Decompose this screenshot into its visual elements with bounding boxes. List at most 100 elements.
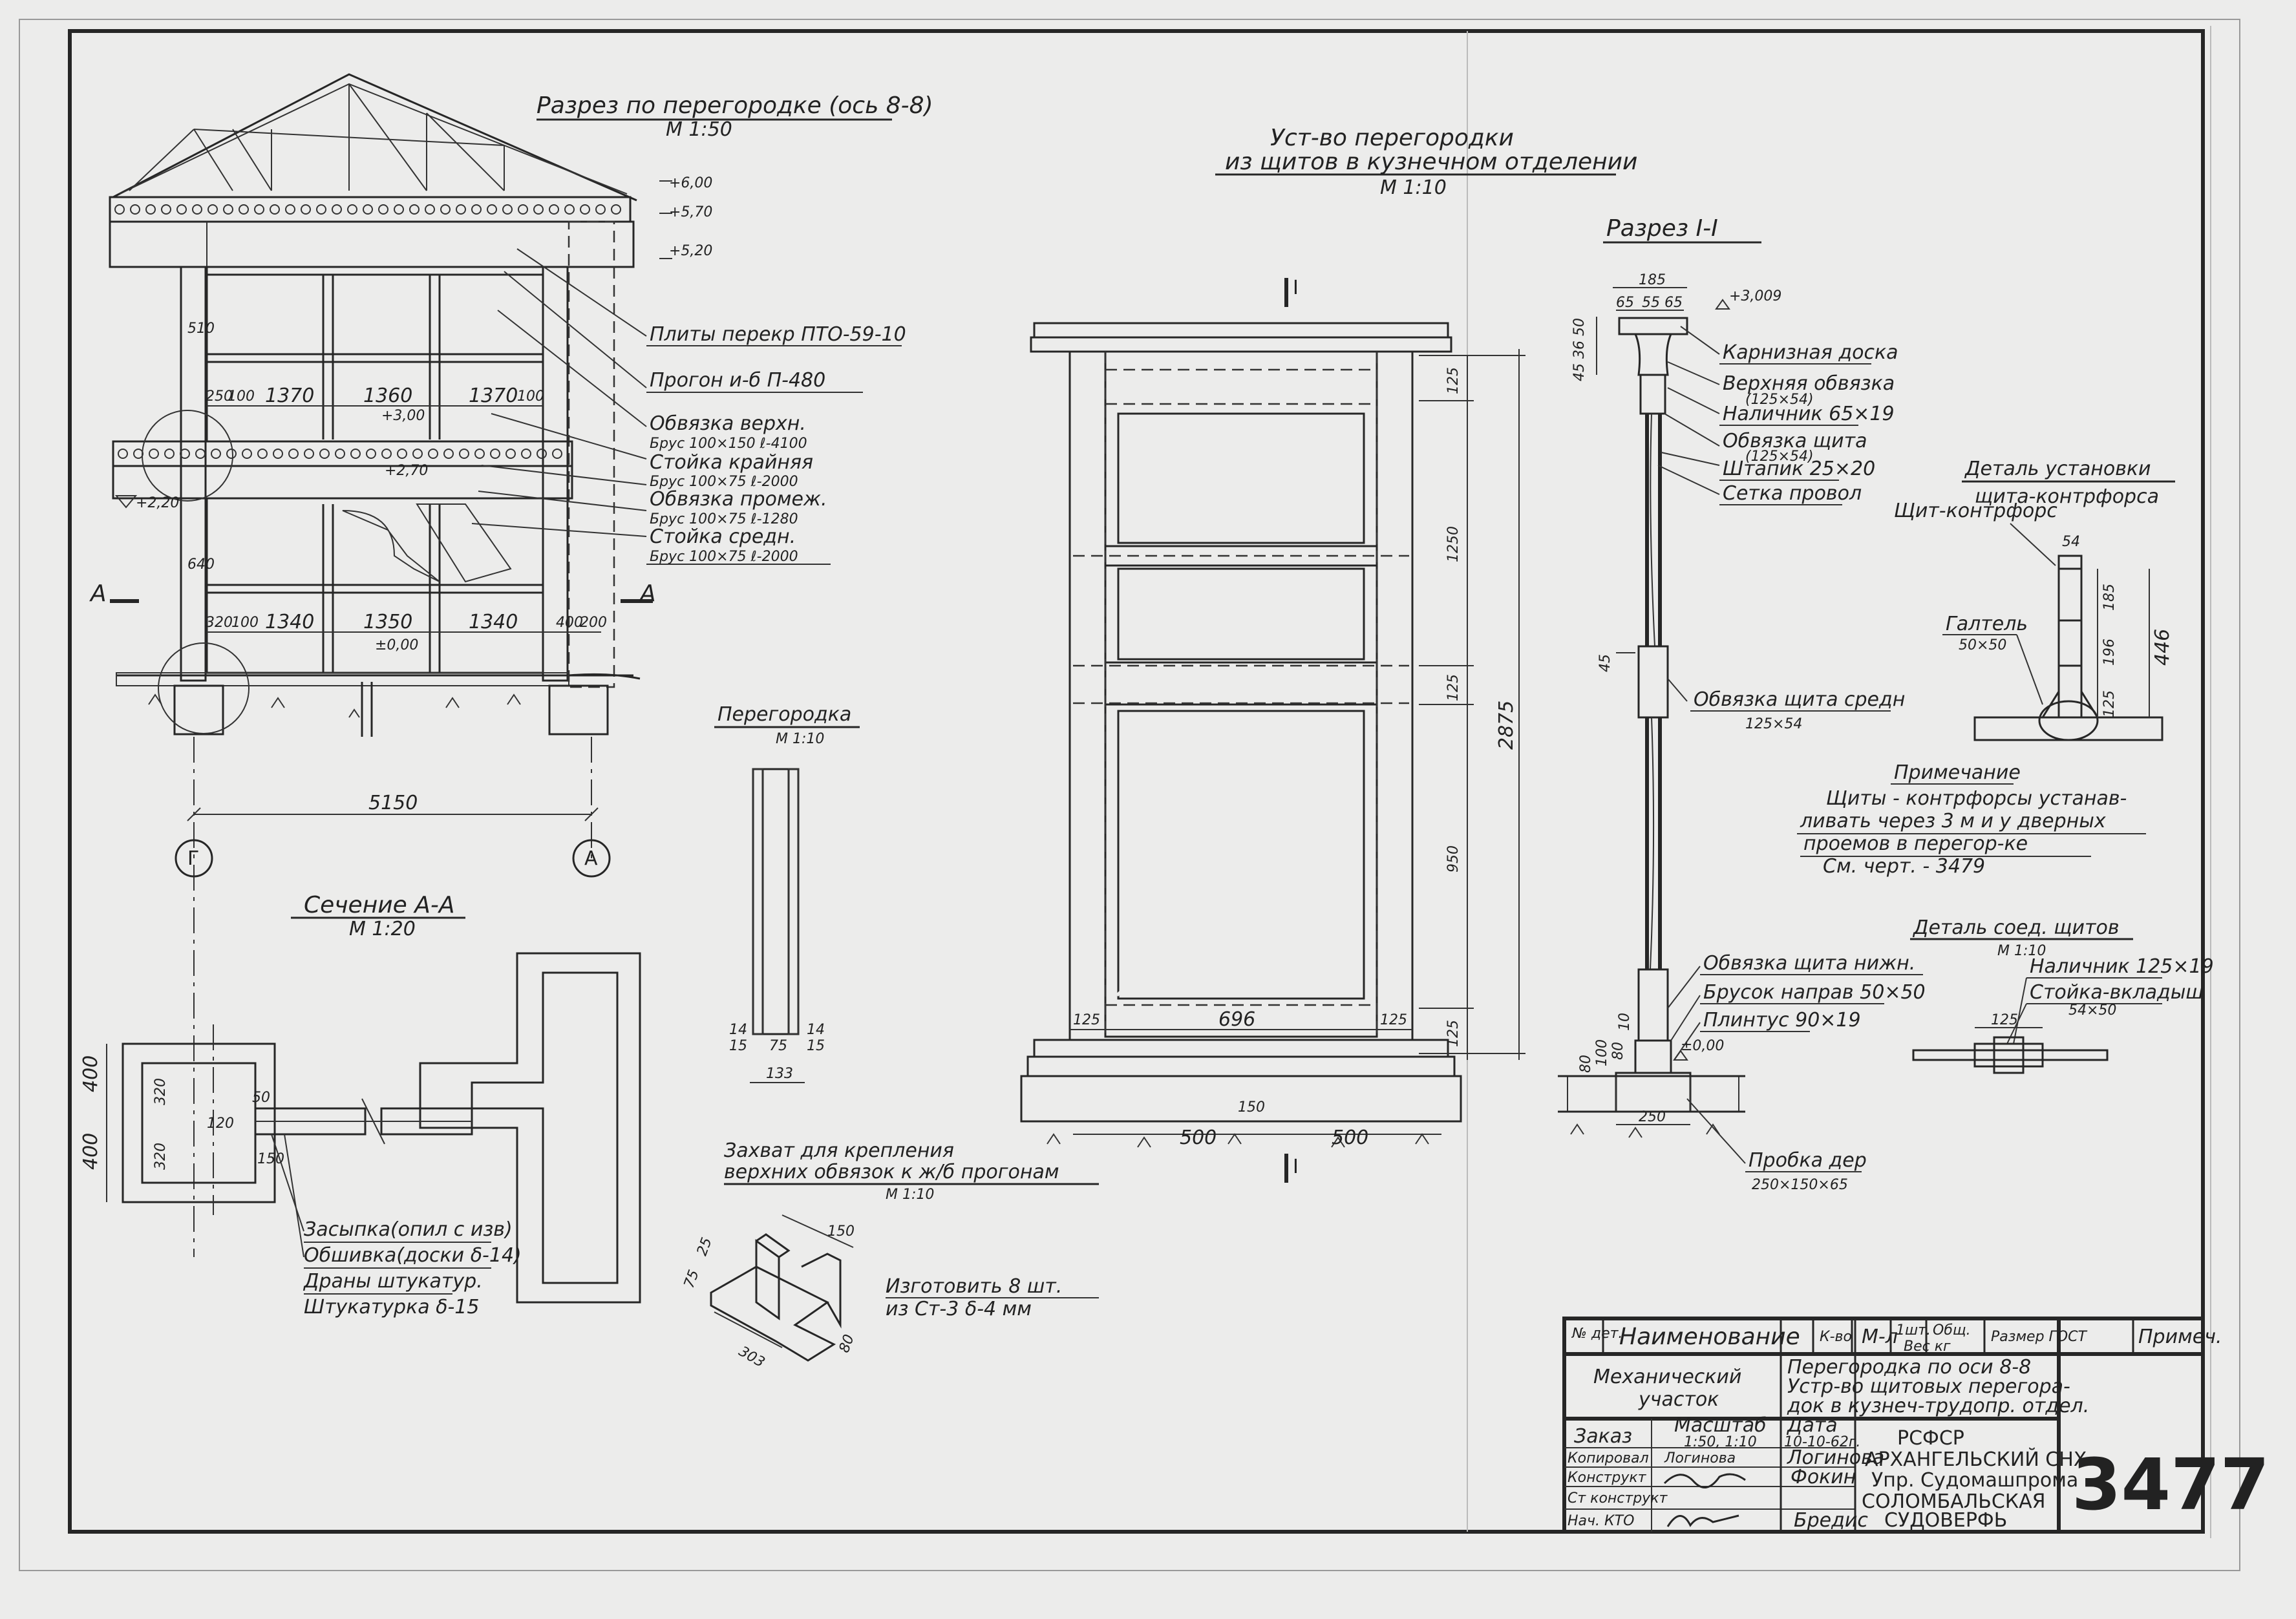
tb-order-label: Заказ xyxy=(1574,1425,1632,1448)
tb-org-5: СУДОВЕРФЬ xyxy=(1884,1509,2007,1532)
tb-row-copy-role: Копировал xyxy=(1568,1450,1649,1466)
dim-75-clamp: 75 xyxy=(681,1268,703,1291)
dim-1370-b: 1370 xyxy=(469,385,518,407)
dim-54-buttress: 54 xyxy=(2062,534,2080,550)
dim-80-side-b: 80 xyxy=(1578,1055,1594,1073)
dim-80-side: 80 xyxy=(1610,1042,1626,1060)
level-3-009: +3,009 xyxy=(1729,288,1781,304)
dim-1370-a: 1370 xyxy=(265,385,314,407)
section-a-a: Сечение А-А М 1:20 400 400 320 320 120 5… xyxy=(80,892,641,1318)
clamp-subtitle: верхних обвязок к ж/б прогонам xyxy=(724,1161,1059,1183)
column-left xyxy=(180,266,207,682)
cornice-board xyxy=(1033,322,1449,339)
mesh-panel-middle xyxy=(1117,567,1365,661)
dim-500-left: 500 xyxy=(1180,1127,1217,1149)
label-mid-post: Стойка средн. xyxy=(650,525,796,548)
panel-title-1: Уст-во перегородки xyxy=(1270,125,1514,151)
buttress-panel xyxy=(2057,555,2083,719)
section-1-1-title: Разрез I-I xyxy=(1606,215,1718,242)
column-section-right xyxy=(419,952,641,1304)
panel-elevation: Уст-во перегородки из щитов в кузнечном … xyxy=(1020,125,1637,1183)
level-3-00: +3,00 xyxy=(381,408,425,424)
buttress-detail: Деталь установки щита-контрфорса Щит-кон… xyxy=(1894,458,2175,741)
dim-250: 250 xyxy=(206,388,233,405)
tb-date-label: Дата xyxy=(1786,1414,1838,1437)
dim-125-top: 125 xyxy=(1445,367,1462,394)
label-insert-post-size: 54×50 xyxy=(2068,1002,2116,1019)
dim-200: 200 xyxy=(580,615,607,631)
label-mid-rail-size: 125×54 xyxy=(1745,716,1802,732)
dim-120: 120 xyxy=(207,1116,234,1132)
tb-subject-right-3: док в кузнеч-трудопр. отдел. xyxy=(1787,1395,2089,1417)
tb-org-2: АРХАНГЕЛЬСКИЙ СНХ xyxy=(1865,1448,2087,1471)
partition-detail-title: Перегородка xyxy=(717,703,851,726)
dim-14-b: 14 xyxy=(807,1022,825,1038)
dim-1250: 1250 xyxy=(1445,526,1462,562)
joint-detail: Деталь соед. щитов М 1:10 Наличник 125×1… xyxy=(1910,916,2214,1074)
tb-subject-left-2: участок xyxy=(1638,1388,1719,1411)
clamp-title: Захват для крепления xyxy=(724,1139,954,1162)
label-wire-mesh: Сетка провол xyxy=(1723,482,1862,505)
tb-row-head-role: Нач. КТО xyxy=(1568,1513,1634,1529)
label-beam-100x75-b: Брус 100×75 ℓ-1280 xyxy=(650,511,798,527)
signature-head xyxy=(1666,1514,1739,1527)
label-panel-rail-size: (125×54) xyxy=(1745,449,1814,465)
partition-detail-scale: М 1:10 xyxy=(776,731,824,747)
tb-header-size: Размер ГОСТ xyxy=(1991,1329,2087,1345)
tb-org-4: СОЛОМБАЛЬСКАЯ xyxy=(1862,1490,2045,1513)
note-line-2: ливать через 3 м и у дверных xyxy=(1800,810,2106,832)
tb-scale-value: 1:50, 1:10 xyxy=(1684,1434,1757,1450)
dim-100-side: 100 xyxy=(1594,1039,1610,1066)
axis-a-label: А xyxy=(584,847,598,870)
dim-320-upper: 320 xyxy=(153,1078,169,1105)
axis-bubble-g xyxy=(175,839,213,878)
tb-subject-right-1: Перегородка по оси 8-8 xyxy=(1787,1356,2031,1379)
tb-subject-left-1: Механический xyxy=(1593,1366,1741,1388)
buttress-title-1: Деталь установки xyxy=(1964,458,2151,480)
note-line-1: Щиты - контрфорсы устанав- xyxy=(1826,787,2127,810)
note-line-4: См. черт. - 3479 xyxy=(1823,855,1985,878)
tb-header-unit-weight: 1шт. xyxy=(1896,1322,1931,1339)
label-plinth: Плинтус 90×19 xyxy=(1703,1009,1861,1032)
dim-500-right: 500 xyxy=(1332,1127,1368,1149)
label-fillet: Галтель xyxy=(1946,613,2028,635)
foundation-right xyxy=(548,684,609,735)
joint-title: Деталь соед. щитов xyxy=(1912,916,2120,939)
tb-header-total-weight: Общ. xyxy=(1933,1322,1971,1339)
detail-circle-lower xyxy=(158,642,250,734)
dim-75: 75 xyxy=(769,1038,787,1054)
layer-boards: Обшивка(доски δ-14) xyxy=(304,1244,522,1267)
layer-lath: Драны штукатур. xyxy=(303,1270,483,1293)
label-top-rail: Обвязка верхн. xyxy=(650,412,806,435)
section-a-a-scale: М 1:20 xyxy=(349,918,416,940)
label-bottom-rail: Обвязка щита нижн. xyxy=(1703,952,1915,975)
dim-1350: 1350 xyxy=(363,611,412,633)
dim-45-mid: 45 xyxy=(1597,654,1613,672)
dim-510: 510 xyxy=(187,321,215,337)
tb-org-3: Упр. Судомашпрома xyxy=(1871,1469,2078,1492)
dim-1340-b: 1340 xyxy=(469,611,518,633)
level-2-70: +2,70 xyxy=(385,463,428,479)
section-a-a-title: Сечение А-А xyxy=(304,892,454,918)
section-mark-bottom: I xyxy=(1293,1156,1299,1178)
tb-row-design-name: Фокин xyxy=(1791,1466,1856,1488)
joint-panels xyxy=(1912,1049,2109,1061)
label-beam-100x150: Брус 100×150 ℓ-4100 xyxy=(650,436,807,452)
level-0-00: ±0,00 xyxy=(375,637,418,653)
dim-15-a: 15 xyxy=(729,1038,747,1054)
tb-header-material: М-л xyxy=(1862,1326,1898,1348)
level-6-00: +6,00 xyxy=(669,175,712,191)
dim-125-left: 125 xyxy=(1073,1012,1100,1028)
level-5-70: +5,70 xyxy=(669,204,712,220)
dim-125-bottom: 125 xyxy=(1445,1020,1462,1047)
panel-scale: М 1:10 xyxy=(1380,176,1447,199)
label-wood-plug-size: 250×150×65 xyxy=(1752,1177,1848,1193)
label-roof-plates: Плиты перекр ПТО-59-10 xyxy=(650,323,906,346)
tb-row-head-name: Бредис xyxy=(1794,1509,1868,1532)
panel-base xyxy=(1033,1039,1449,1058)
buttress-title-2: щита-контрфорса xyxy=(1975,485,2159,508)
label-buttress-panel: Щит-контрфорс xyxy=(1894,500,2057,522)
overall-dim-5150: 5150 xyxy=(368,792,418,814)
